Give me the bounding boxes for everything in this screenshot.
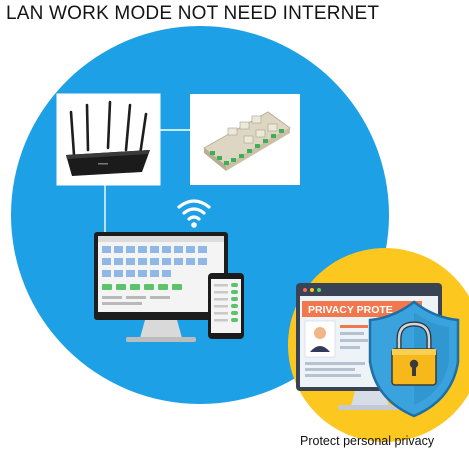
relay-board-box — [190, 94, 300, 185]
padlock-icon — [391, 321, 437, 386]
wifi-icon — [177, 199, 211, 221]
desktop-monitor-icon — [94, 232, 228, 342]
relay-board-icon — [203, 111, 291, 171]
wifi-dot — [191, 222, 197, 228]
privacy-caption: Protect personal privacy — [300, 434, 435, 448]
connection-lines — [104, 129, 190, 236]
smartphone-icon — [208, 273, 244, 339]
headline: LAN WORK MODE NOT NEED INTERNET — [6, 3, 380, 24]
privacy-banner-text: PRIVACY PROTE — [308, 304, 393, 316]
privacy-banner — [302, 301, 422, 317]
router-icon — [66, 100, 150, 176]
router-box — [56, 93, 161, 186]
